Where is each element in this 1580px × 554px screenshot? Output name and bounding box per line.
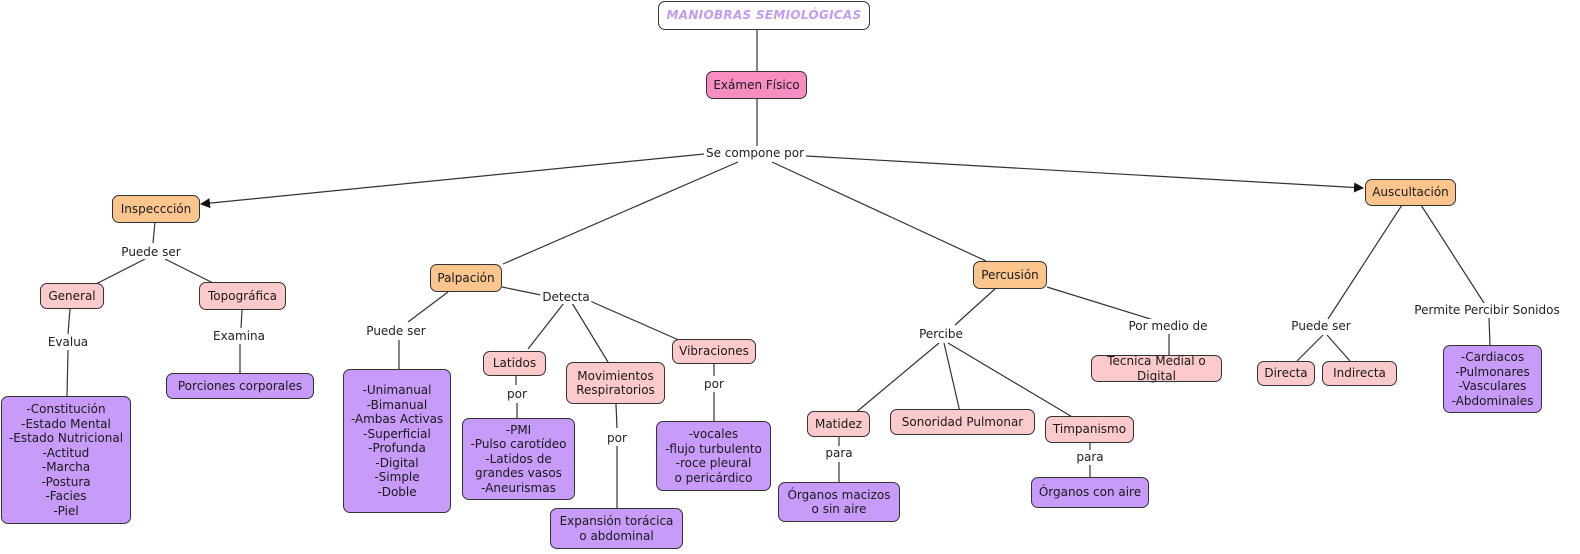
node-latidos-list[interactable]: -PMI -Pulso carotídeo -Latidos de grande… <box>462 418 575 500</box>
link-label-evalua: Evalua <box>45 335 91 349</box>
node-percusion[interactable]: Percusión <box>973 261 1047 289</box>
node-indirecta[interactable]: Indirecta <box>1322 361 1397 386</box>
node-inspeccion[interactable]: Inspeccción <box>112 195 200 223</box>
link-label-vibraciones-por: por <box>702 377 726 391</box>
link-label-inspeccion-puede-ser: Puede ser <box>119 245 183 259</box>
arrow-to-auscultacion <box>805 155 1364 193</box>
link-label-por-medio-de: Por medio de <box>1126 319 1210 333</box>
link-label-timpanismo-para: para <box>1074 450 1106 464</box>
link-label-percibe: Percibe <box>917 327 965 341</box>
node-auscultacion[interactable]: Auscultación <box>1365 179 1456 206</box>
node-tecnica-medial[interactable]: Tecnica Medial o Digital <box>1091 354 1222 383</box>
link-label-matidez-para: para <box>823 446 855 460</box>
line-secompone-percusion <box>771 161 987 262</box>
link-label-permite-percibir-sonidos: Permite Percibir Sonidos <box>1412 303 1562 317</box>
node-palpacion-tipos[interactable]: -Unimanual -Bimanual -Ambas Activas -Sup… <box>343 369 451 513</box>
node-palpacion[interactable]: Palpación <box>430 264 502 292</box>
link-label-auscultacion-puede-ser: Puede ser <box>1289 319 1353 333</box>
node-porciones-corporales[interactable]: Porciones corporales <box>166 373 314 399</box>
link-label-examina: Examina <box>210 329 268 343</box>
link-label-latidos-por: por <box>505 387 529 401</box>
node-expansion-toracica[interactable]: Expansión torácica o abdominal <box>550 508 683 549</box>
node-sonidos-list[interactable]: -Cardiacos -Pulmonares -Vasculares -Abdo… <box>1443 345 1542 413</box>
node-latidos[interactable]: Latidos <box>483 351 546 376</box>
link-label-detecta: Detecta <box>540 290 592 304</box>
node-matidez[interactable]: Matidez <box>807 411 870 437</box>
node-general[interactable]: General <box>40 283 104 309</box>
node-directa[interactable]: Directa <box>1257 361 1315 386</box>
node-vibraciones-list[interactable]: -vocales -flujo turbulento -roce pleural… <box>656 421 771 491</box>
link-label-se-compone-por: Se compone por <box>703 146 807 160</box>
node-movimientos-respiratorios[interactable]: Movimientos Respiratorios <box>566 362 665 404</box>
node-organos-aire[interactable]: Órganos con aire <box>1031 477 1149 508</box>
node-topografica[interactable]: Topográfica <box>199 282 286 310</box>
arrow-to-inspeccion <box>200 153 705 209</box>
link-label-movimientos-por: por <box>605 431 629 445</box>
node-organos-macizos[interactable]: Órganos macizos o sin aire <box>778 482 900 522</box>
line-secompone-palpacion <box>502 161 739 265</box>
node-general-list[interactable]: -Constitución -Estado Mental -Estado Nut… <box>1 396 131 524</box>
node-timpanismo[interactable]: Timpanismo <box>1045 416 1134 443</box>
link-label-palpacion-puede-ser: Puede ser <box>364 324 428 338</box>
node-examen-fisico[interactable]: Exámen Físico <box>706 71 807 99</box>
map-title: MANIOBRAS SEMIOLÓGICAS <box>658 1 870 30</box>
node-vibraciones[interactable]: Vibraciones <box>672 339 756 364</box>
node-sonoridad-pulmonar[interactable]: Sonoridad Pulmonar <box>890 409 1035 435</box>
